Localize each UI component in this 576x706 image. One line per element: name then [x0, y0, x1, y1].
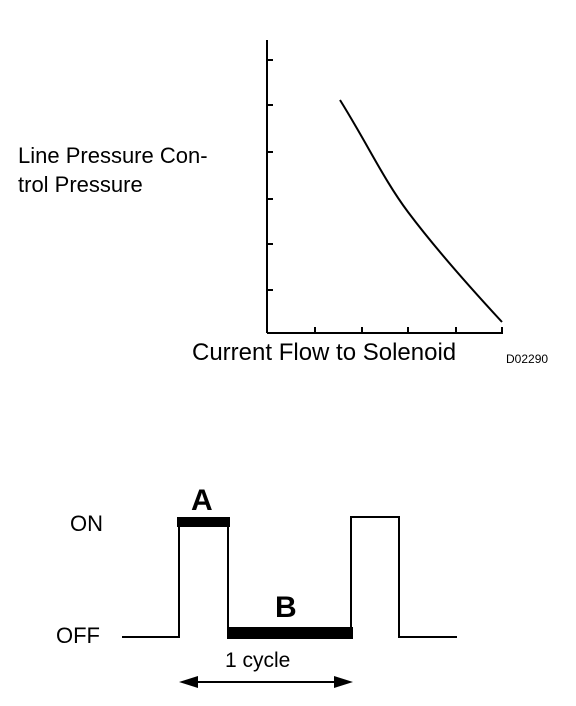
y-axis-label-line2: trol Pressure: [18, 172, 143, 197]
pressure-graph: Line Pressure Con- trol Pressure Current…: [18, 40, 548, 366]
y-axis-ticks: [267, 59, 273, 291]
off-label: OFF: [56, 623, 100, 648]
y-axis-label-line1: Line Pressure Con-: [18, 143, 208, 168]
duty-cycle-waveform: ON OFF A B 1 cycle: [56, 484, 457, 688]
cycle-label: 1 cycle: [225, 649, 290, 672]
pressure-curve: [339, 99, 503, 323]
segment-b-label: B: [275, 591, 297, 624]
cycle-arrow-right-head: [334, 676, 353, 688]
on-label: ON: [70, 511, 103, 536]
x-axis-label: Current Flow to Solenoid: [192, 339, 456, 366]
off-segment-b-bar: [227, 627, 353, 639]
segment-a-label: A: [191, 484, 213, 517]
figure-code: D02290: [506, 352, 548, 366]
cycle-arrow-left-head: [179, 676, 198, 688]
on-segment-a-bar: [177, 517, 230, 527]
x-axis-ticks: [314, 327, 503, 333]
